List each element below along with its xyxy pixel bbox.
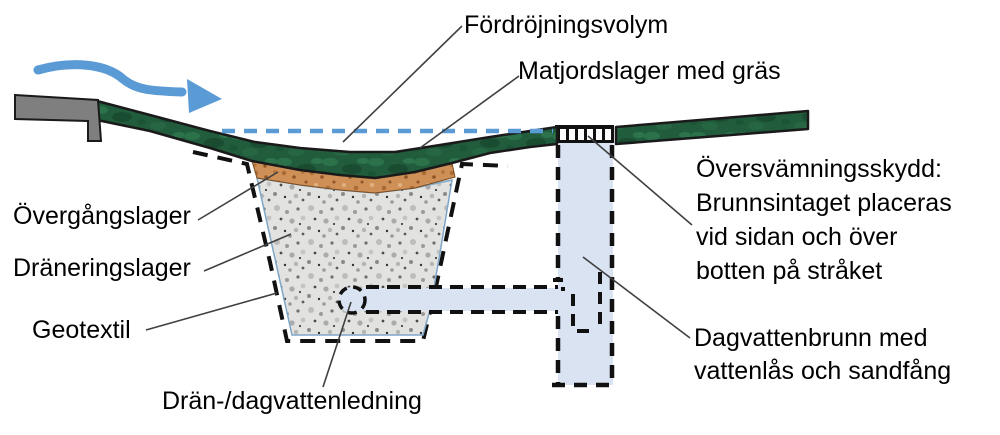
leader-stormwater-well xyxy=(582,256,691,339)
well-body xyxy=(558,143,613,385)
stormwater-well xyxy=(552,125,616,388)
leader-drain-pipe xyxy=(322,301,352,388)
label-transition-layer: Övergångslager xyxy=(13,202,191,230)
drain-pipe-body xyxy=(352,288,558,311)
well-inlet-step xyxy=(553,278,565,291)
label-stormwater-well: Dagvattenbrunn med vattenlås och sandfån… xyxy=(694,324,952,385)
label-topsoil: Matjordslager med gräs xyxy=(518,57,781,85)
label-geotextile: Geotextil xyxy=(32,316,131,344)
grass-topsoil-layer-right xyxy=(614,109,810,146)
leader-geotextile xyxy=(145,292,278,331)
leader-detention-volume xyxy=(342,25,463,143)
flow-direction-arrow-icon xyxy=(33,60,222,113)
curb-edge xyxy=(14,93,103,142)
label-detention-volume: Fördröjningsvolym xyxy=(464,11,669,39)
water-trap-dashes xyxy=(571,272,602,334)
leader-lines xyxy=(145,25,693,388)
leader-topsoil xyxy=(419,75,520,149)
leader-transition-layer xyxy=(197,171,279,221)
label-drainage-layer: Dräneringslager xyxy=(13,254,191,282)
leader-drainage-layer xyxy=(203,233,292,272)
well-inlet-grate-icon xyxy=(555,125,614,143)
label-overflow-protection: Översvämningsskydd: Brunnsintaget placer… xyxy=(696,155,952,285)
drain-pipe xyxy=(337,285,558,315)
geotextile-outline xyxy=(192,150,509,343)
grass-topsoil-layer-left xyxy=(95,99,559,180)
drain-pipe-outlet-circle xyxy=(337,285,367,315)
leader-overflow-protection xyxy=(587,135,693,226)
label-drain-pipe: Drän-/dagvattenledning xyxy=(162,387,422,415)
